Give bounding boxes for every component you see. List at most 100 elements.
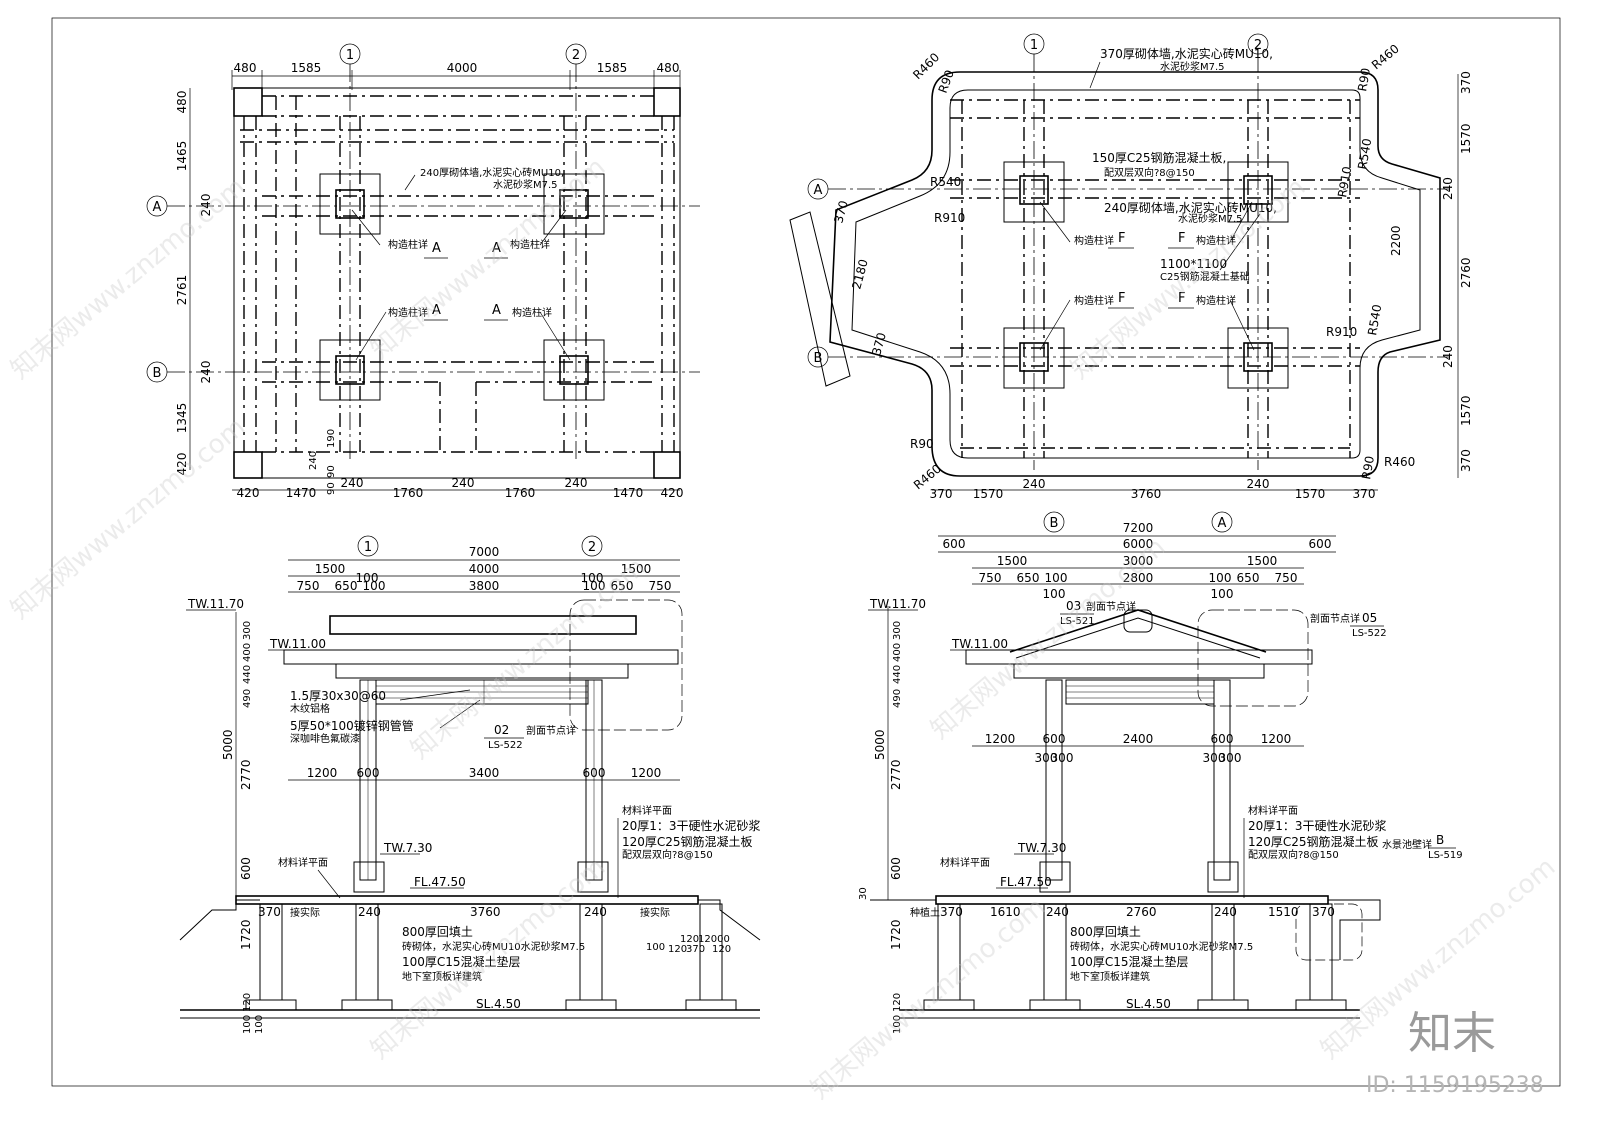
elev-right-detail-b-label: 水景池壁详 (1382, 838, 1432, 851)
plan-right-slab-note-1: 150厚C25钢筋混凝土板, (1092, 150, 1226, 165)
elev-left-dim-r2-3: 1500 (621, 562, 652, 576)
elev-left: 1 2 7000 1500 4000 1500 750 650 100 3800… (179, 535, 761, 1034)
elev-right-dim-mid-5: 1200 (1261, 732, 1292, 746)
elev-left-dim-mid-4: 600 (583, 766, 606, 780)
elev-right-dim-col-4: 300 (1219, 751, 1242, 765)
elev-left-vdim-1: 300 (242, 621, 253, 640)
elev-right-detail-03: 03 (1066, 599, 1081, 613)
elev-right-dim-r4-2: 650 (1017, 571, 1040, 585)
plan-right-top-note-1: 370厚砌体墙,水泥实心砖MU10, (1100, 46, 1273, 61)
plan-right-column-3 (1019, 342, 1049, 372)
plan-right-bottom-dim-6: 1570 (1295, 487, 1326, 501)
elev-right-dim-bot-1: 370 (940, 905, 963, 919)
elev-right-vdim-7: 600 (889, 857, 903, 880)
elev-left-vdim-11: 100 (254, 1015, 265, 1034)
elev-right-detail-05-label: 剖面节点详 (1310, 612, 1360, 625)
elev-right-level-1: TW.11.70 (869, 597, 926, 611)
elev-right-slab (935, 895, 1329, 905)
elev-left-dim-r2-2: 4000 (469, 562, 500, 576)
plan-right-callout-4: 构造柱详 (1196, 234, 1236, 247)
plan-right-radius-7: R540 (1355, 137, 1374, 170)
plan-left-callout-6: A (432, 303, 441, 318)
elev-left-slab (235, 895, 699, 905)
elev-left-vdim-4: 490 (242, 689, 253, 708)
plan-right-inner-dim-3: 370 (869, 331, 888, 357)
plan-left-callout-5: 构造柱详 (388, 306, 428, 319)
elev-right-dim-r4-4: 2800 (1123, 571, 1154, 585)
plan-right-right-dim-6: 1570 (1459, 395, 1473, 426)
plan-left: 480 1585 4000 1585 480 1 2 480 1465 240 … (146, 43, 700, 500)
plan-right-radius-9: R540 (1365, 303, 1384, 336)
plan-left-corner-post-bl (233, 451, 263, 479)
elev-right-dim-r3-3: 1500 (1247, 554, 1278, 568)
elev-right-vdim-5: 5000 (873, 729, 887, 760)
plan-right-bottom-dim-3: 240 (1023, 477, 1046, 491)
elev-right-dim-col-2: 300 (1051, 751, 1074, 765)
elev-right-note-r4: 配双层双向?8@150 (1248, 848, 1339, 861)
plan-right-radius-11: R90 (910, 437, 934, 451)
elev-right-dim-bot-5: 240 (1214, 905, 1237, 919)
elev-left-detail-no: 02 (494, 723, 509, 737)
plan-left-callout-8: 构造柱详 (512, 306, 552, 319)
elev-left-note-r1: 材料详平面 (622, 804, 672, 817)
elev-left-right-small-5: 370 (686, 944, 705, 955)
plan-right-radius-3: R460 (1369, 41, 1402, 72)
watermark-id: ID: 1159195238 (1366, 1073, 1544, 1098)
plan-right-inner-dim-4: 2200 (1389, 225, 1403, 256)
plan-left-left-dim-7: 420 (175, 453, 189, 476)
watermark-logo: 知末 (1408, 1008, 1496, 1059)
plan-right-callout-5: 构造柱详 (1074, 294, 1114, 307)
plan-right-callout-3: F (1178, 231, 1185, 246)
plan-left-footing-3 (319, 339, 381, 401)
elev-right-dim-r4b-2: 100 (1211, 587, 1234, 601)
plan-right-slab-note-2: 配双层双向?8@150 (1104, 166, 1195, 179)
elev-right-vdim-11: 100 (892, 1015, 903, 1034)
plan-right-inner-wall (851, 89, 1421, 459)
plan-right-radius-10: R910 (1326, 325, 1357, 339)
elev-left-note-r3: 120厚C25钢筋混凝土板 (622, 834, 753, 849)
plan-right-bottom-dim-2: 1570 (973, 487, 1004, 501)
plan-right-callout-8: 构造柱详 (1196, 294, 1236, 307)
plan-left-top-dim-4: 1585 (597, 61, 628, 75)
elev-left-vdim-10: 100 (242, 1015, 253, 1034)
plan-left-bottom-dim-4: 1760 (393, 486, 424, 500)
elev-right-vdim-6: 2770 (889, 759, 903, 790)
drawing-frame (51, 17, 1561, 1087)
plan-right-bottom-dim-4: 3760 (1131, 487, 1162, 501)
elev-left-note-mat: 材料详平面 (278, 856, 328, 869)
plan-right-radius-8: R910 (1335, 165, 1354, 198)
plan-right-radius-5: R540 (930, 175, 961, 189)
plan-left-bottom-dim-6: 1760 (505, 486, 536, 500)
plan-right-radius-1: R460 (910, 50, 942, 82)
elev-left-note-b2: 砖砌体，水泥实心砖MU10水泥砂浆M7.5 (402, 940, 585, 953)
elev-left-detail-label: 剖面节点详 (526, 724, 576, 737)
plan-left-callout-2: A (432, 241, 441, 256)
plan-right-footing-3 (1003, 327, 1065, 389)
elev-right-dim-bot-3: 240 (1046, 905, 1069, 919)
plan-left-callout-3: A (492, 241, 501, 256)
plan-right-callout-2: F (1118, 231, 1125, 246)
elev-right-note-r3: 120厚C25钢筋混凝土板 (1248, 834, 1379, 849)
elev-left-right-small-3: 12000 (698, 934, 730, 945)
plan-right: 1 2 A B (789, 33, 1473, 501)
elev-right-note-mat: 材料详平面 (940, 856, 990, 869)
plan-right-callout-6: F (1118, 291, 1125, 306)
plan-right-callout-7: F (1178, 291, 1185, 306)
plan-right-bottom-dim-7: 370 (1353, 487, 1376, 501)
elev-right-detail-03-ref: LS-521 (1060, 616, 1095, 627)
plan-left-top-dim-5: 480 (657, 61, 680, 75)
elev-right-vdim-2: 400 (892, 643, 903, 662)
elev-right-dim-r4-7: 750 (1275, 571, 1298, 585)
elev-right-low-beam (1013, 663, 1265, 679)
elev-right-detail-03-label: 剖面节点详 (1086, 600, 1136, 613)
elev-left-mid-beam (283, 649, 679, 665)
plan-right-right-dim-2: 1570 (1459, 123, 1473, 154)
elev-right-note-b4: 地下室顶板详建筑 (1070, 970, 1150, 983)
elev-right-ridge-cap (1123, 609, 1153, 633)
elev-right-axis-label-b: B (1050, 516, 1059, 531)
plan-right-inner-dim-1: 370 (831, 199, 850, 225)
elev-left-pedestal-1 (353, 861, 385, 893)
elev-right-dim-r2-3: 600 (1309, 537, 1332, 551)
plan-right-outer-wall (829, 71, 1441, 477)
plan-left-left-dim-3: 240 (199, 194, 213, 217)
